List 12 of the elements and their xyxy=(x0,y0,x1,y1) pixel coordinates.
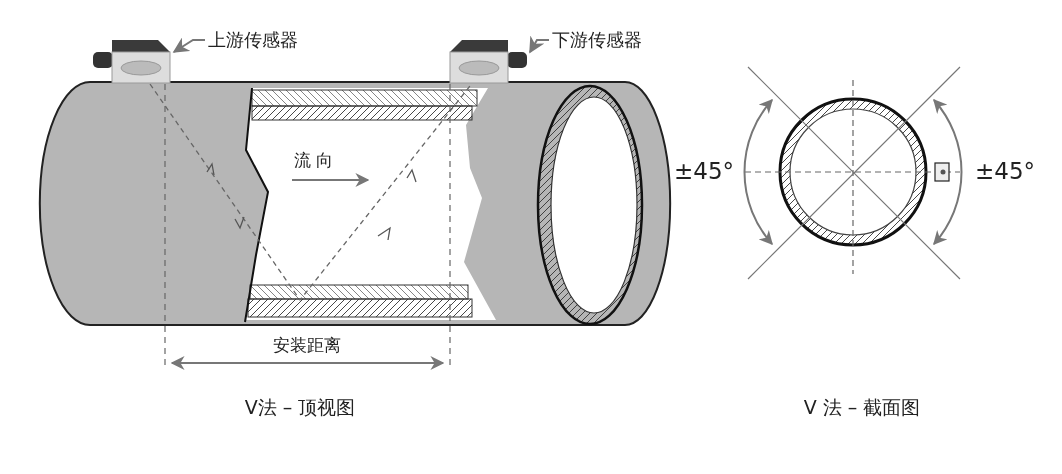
leader-line xyxy=(529,35,550,54)
leader-line xyxy=(172,37,206,53)
view-caption: V 法 – 截面图 xyxy=(803,398,921,417)
flow-direction-label: 流 向 xyxy=(294,152,334,169)
angle-label: ±45° xyxy=(674,160,735,183)
sensor-drawing xyxy=(448,38,528,84)
sensor-drawing xyxy=(92,38,172,84)
view-caption: V法 – 顶视图 xyxy=(244,398,356,417)
sensor-label: 上游传感器 xyxy=(208,31,298,49)
sensor-label: 下游传感器 xyxy=(552,31,642,49)
angle-label: ±45° xyxy=(975,160,1036,183)
dimension-label: 安装距离 xyxy=(273,337,341,354)
